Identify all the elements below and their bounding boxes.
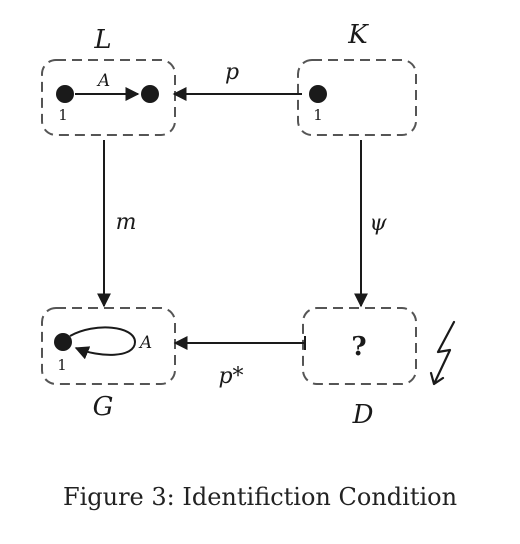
label-p: p — [225, 60, 239, 85]
node-label-G-1: 1 — [57, 356, 67, 374]
figure-caption: Figure 3: Identifiction Condition — [62, 483, 458, 511]
node-label-L-1: 1 — [58, 106, 68, 124]
edge-G-A-loop — [69, 326, 137, 360]
edge-label-L-A: A — [96, 71, 110, 91]
edge-label-G-A: A — [138, 333, 152, 353]
label-G: G — [93, 392, 114, 422]
unknown-mark: ? — [351, 332, 366, 362]
node-L-2 — [141, 85, 159, 103]
label-D: D — [352, 400, 374, 430]
box-D — [302, 307, 417, 385]
box-K — [297, 59, 417, 136]
label-p-star: p* — [218, 364, 243, 389]
label-m: m — [116, 210, 137, 235]
node-L-1 — [56, 85, 74, 103]
lightning-icon — [429, 320, 456, 386]
label-psi: ψ — [369, 211, 387, 236]
node-K-1 — [309, 85, 327, 103]
label-L: L — [93, 25, 111, 55]
node-label-K-1: 1 — [313, 106, 323, 124]
label-K: K — [347, 20, 369, 50]
node-G-1 — [54, 333, 72, 351]
